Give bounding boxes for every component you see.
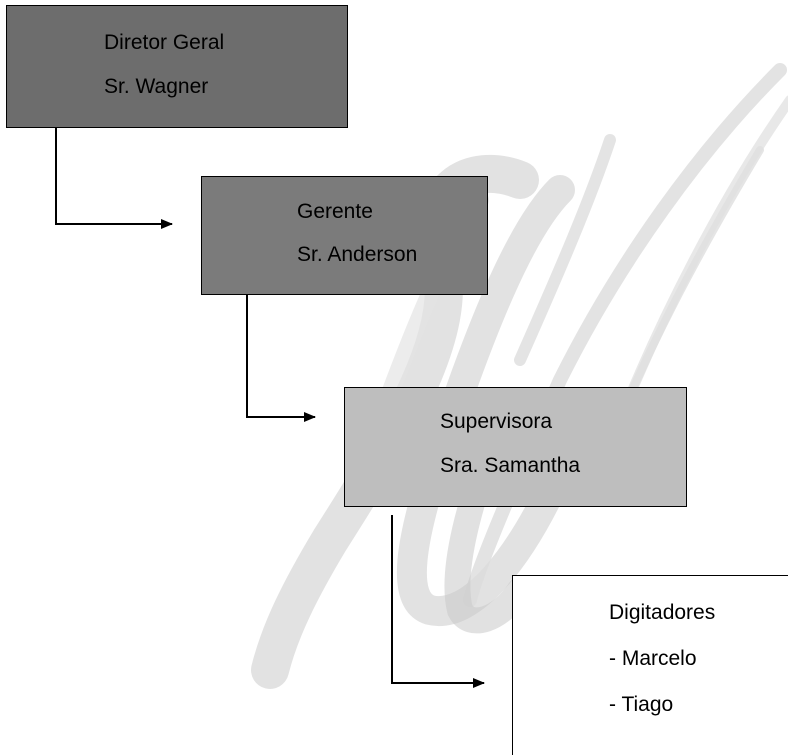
connector-manager-to-supervisor xyxy=(246,295,316,422)
director-title: Diretor Geral xyxy=(104,31,225,54)
supervisor-title: Supervisora xyxy=(440,410,553,433)
manager-title: Gerente xyxy=(297,200,373,223)
director-name: Sr. Wagner xyxy=(104,75,209,98)
digitizer-member: - Tiago xyxy=(609,693,674,716)
connector-lines xyxy=(55,128,485,688)
manager-box: Gerente Sr. Anderson xyxy=(201,176,488,295)
supervisor-name: Sra. Samantha xyxy=(440,454,581,477)
digitizers-box: Digitadores - Marcelo - Tiago xyxy=(512,575,788,755)
connector-supervisor-to-digitizers xyxy=(391,515,485,688)
digitizers-title: Digitadores xyxy=(609,601,716,624)
connector-director-to-manager xyxy=(55,128,173,229)
director-box: Diretor Geral Sr. Wagner xyxy=(6,5,348,128)
manager-name: Sr. Anderson xyxy=(297,243,418,266)
supervisor-box: Supervisora Sra. Samantha xyxy=(344,387,687,507)
digitizer-member: - Marcelo xyxy=(609,647,697,670)
